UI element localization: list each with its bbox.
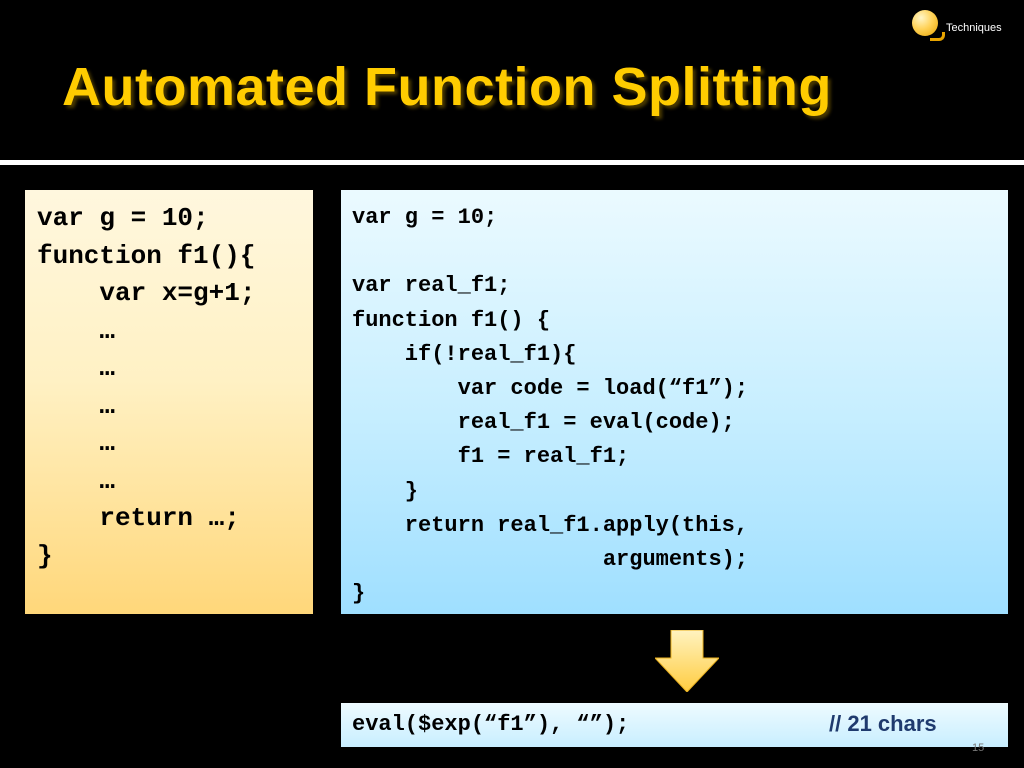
compressed-call-box: eval($exp(“f1”), “”); // 21 chars — [341, 703, 1008, 747]
badge-label: Techniques — [946, 22, 1002, 34]
arrow-down-icon — [655, 630, 719, 692]
original-code-panel: var g = 10; function f1(){ var x=g+1; … … — [25, 190, 313, 614]
original-code: var g = 10; function f1(){ var x=g+1; … … — [37, 203, 256, 571]
title-divider — [0, 160, 1024, 165]
char-count-comment: // 21 chars — [829, 711, 937, 736]
compressed-call-code: eval($exp(“f1”), “”); — [352, 712, 630, 737]
split-code: var g = 10; var real_f1; function f1() {… — [352, 205, 749, 607]
original-panel-reflection — [25, 616, 313, 712]
page-number: 15 — [972, 742, 985, 754]
split-code-panel: var g = 10; var real_f1; function f1() {… — [341, 190, 1008, 614]
speech-bubble-tail — [930, 32, 945, 41]
techniques-badge: Techniques — [912, 8, 1022, 41]
slide-title: Automated Function Splitting — [62, 57, 832, 117]
speech-bubble-icon — [912, 10, 938, 36]
